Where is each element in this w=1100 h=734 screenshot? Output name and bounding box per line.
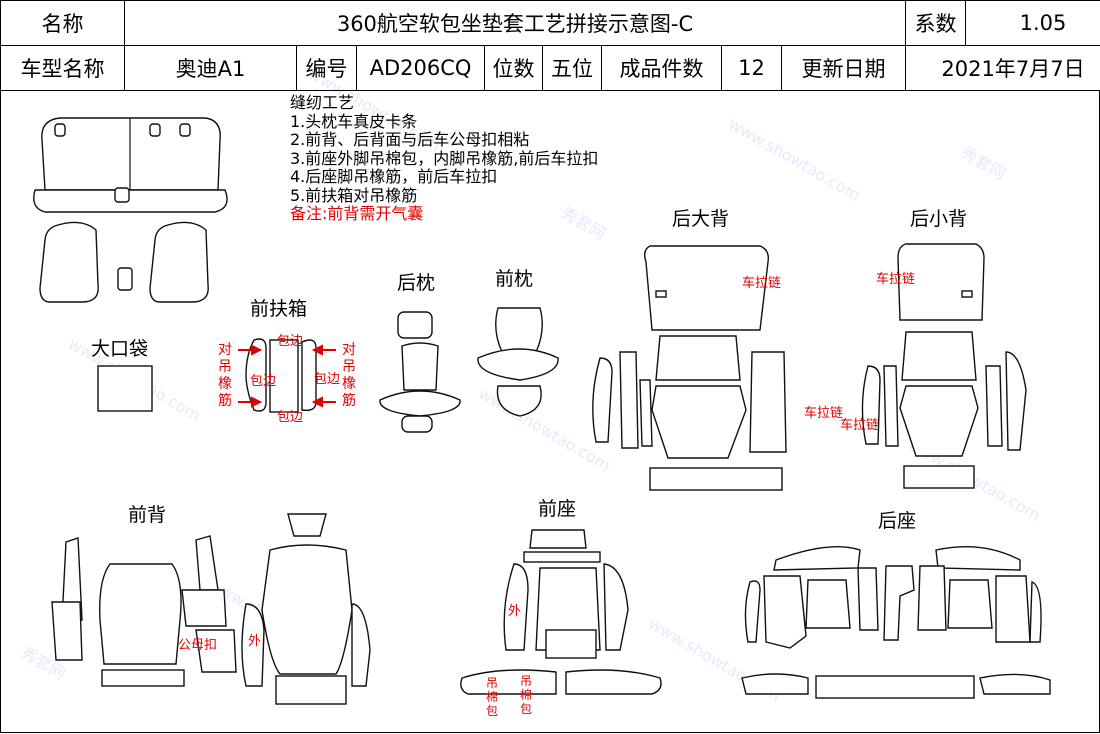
label-rear-big-back: 后大背: [672, 208, 730, 230]
front-headrest-pieces: [477, 307, 559, 417]
note-bao-bian: 包边: [250, 374, 277, 389]
date-value: 2021年7月7日: [905, 45, 1100, 91]
document-title: 360航空软包坐垫套工艺拼接示意图-C: [124, 0, 906, 46]
model-value: 奥迪A1: [124, 45, 297, 91]
pattern-canvas: www.showtao.com www.showtao.com www.show…: [0, 64, 1100, 734]
label-rear-headrest: 后枕: [397, 272, 436, 294]
label-front-armrest: 前扶箱: [250, 298, 308, 320]
sewing-notes: 缝纫工艺 1.头枕车真皮卡条 2.前背、后背面与后车公母扣相粘 3.前座外脚吊棉…: [290, 93, 599, 224]
code-value: AD206CQ: [356, 45, 485, 91]
date-label: 更新日期: [781, 45, 906, 91]
note-outer: 外: [248, 634, 262, 649]
pieces-label: 成品件数: [601, 45, 722, 91]
seat-value: 五位: [542, 45, 602, 91]
note-diao-mian-bao: 吊 棉 包: [520, 674, 533, 716]
note-bao-bian: 包边: [277, 410, 304, 425]
note-outer: 外: [508, 604, 522, 619]
rear-seat-pieces: [741, 546, 1051, 699]
note-male-female-button: 公母扣: [178, 638, 218, 653]
note-zipper: 车拉链: [840, 418, 880, 433]
label-front-seat: 前座: [538, 498, 577, 520]
pieces-value: 12: [721, 45, 782, 91]
label-front-headrest: 前枕: [495, 268, 534, 290]
note-item: 1.头枕车真皮卡条: [290, 111, 418, 131]
coef-value: 1.05: [965, 0, 1100, 46]
note-bao-bian: 包边: [277, 334, 304, 349]
pattern-drawing: [33, 117, 1051, 705]
pocket-piece: [97, 365, 153, 412]
note-item: 5.前扶箱对吊橡筋: [290, 185, 418, 205]
armrest-arrows: [238, 344, 336, 408]
note-dui-diao-right: 对 吊 橡 筋: [342, 342, 356, 409]
label-rear-small-back: 后小背: [910, 208, 968, 230]
rear-big-back-pieces: [592, 245, 787, 491]
model-label: 车型名称: [0, 45, 125, 91]
front-back-pieces: [51, 513, 371, 705]
seat-label: 位数: [484, 45, 543, 91]
name-label: 名称: [0, 0, 125, 46]
code-label: 编号: [296, 45, 357, 91]
note-item: 2.前背、后背面与后车公母扣相粘: [290, 130, 530, 149]
seat-overview-illustration: [33, 117, 228, 303]
note-dui-diao-left: 对 吊 橡 筋: [218, 342, 232, 409]
rear-small-back-pieces: [861, 243, 1027, 489]
label-front-back: 前背: [128, 504, 167, 526]
note-bao-bian: 包边: [314, 372, 341, 387]
note-zipper: 车拉链: [742, 276, 782, 291]
notes-remark: 备注:前背需开气囊: [290, 204, 424, 223]
note-diao-mian-bao: 吊 棉 包: [486, 676, 499, 718]
rear-headrest-pieces: [379, 311, 461, 433]
note-item: 3.前座外脚吊棉包，内脚吊橡筋,前后车拉扣: [290, 148, 599, 168]
note-zipper: 车拉链: [876, 272, 916, 287]
note-item: 4.后座脚吊橡筋，前后车拉扣: [290, 167, 498, 186]
note-zipper: 车拉链: [804, 406, 844, 421]
front-seat-pieces: [460, 529, 662, 695]
label-pocket: 大口袋: [91, 338, 149, 360]
label-rear-seat: 后座: [878, 510, 917, 532]
notes-heading: 缝纫工艺: [290, 93, 355, 112]
coef-label: 系数: [905, 0, 966, 46]
header-table: 名称 360航空软包坐垫套工艺拼接示意图-C 系数 1.05 车型名称 奥迪A1…: [0, 0, 1100, 91]
